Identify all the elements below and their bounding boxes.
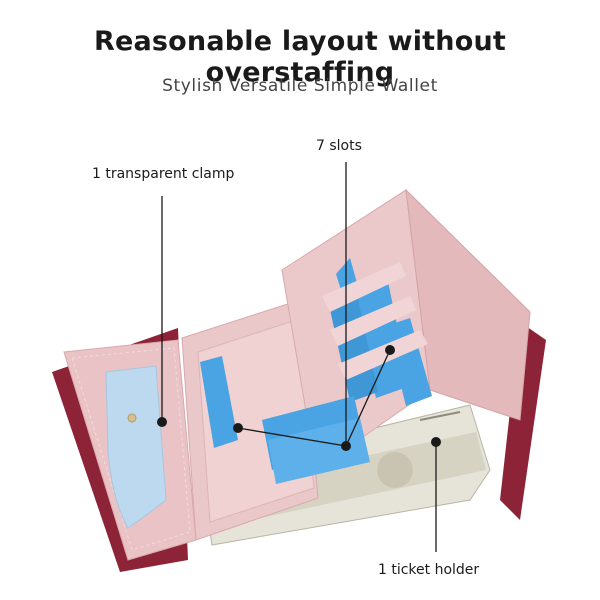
leader-dots	[157, 345, 441, 451]
callout-clamp-label: 1 transparent clamp	[92, 166, 235, 182]
page-subtitle: Stylish Versatile Simple Wallet	[162, 76, 438, 96]
left-flap-stitch	[71, 347, 191, 551]
leader-lines	[161, 162, 437, 552]
right-panel-edge	[405, 188, 531, 421]
clamp-window	[105, 365, 167, 529]
callout-slots-label: 7 slots	[316, 138, 362, 154]
wallet-exterior-right	[500, 322, 546, 520]
snap-button	[127, 413, 137, 423]
page-title: Reasonable layout without overstaffing	[93, 26, 506, 88]
card-slots-middle	[200, 356, 370, 484]
callout-ticket-holder-label: 1 ticket holder	[378, 562, 480, 578]
